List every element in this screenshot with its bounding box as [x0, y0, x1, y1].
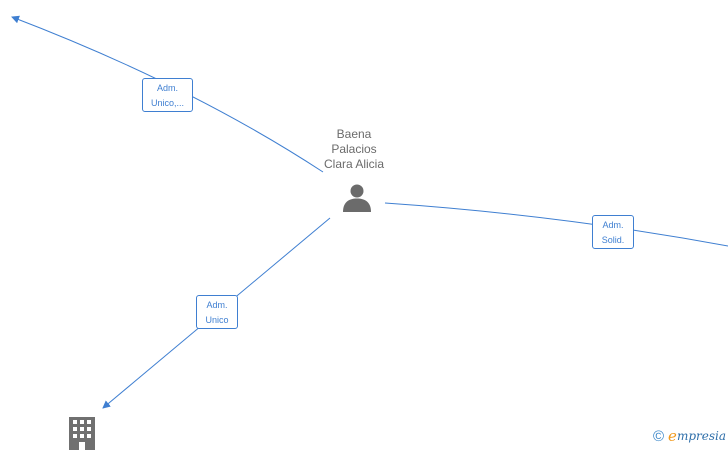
person-icon[interactable] — [342, 183, 372, 218]
person-name-line: Baena — [336, 127, 372, 141]
edge-label-line: Adm. — [602, 220, 624, 230]
edge-label-top-left[interactable]: Adm. Unico,... — [142, 78, 193, 112]
edge-label-line: Solid. — [601, 235, 625, 245]
brand-logo-initial: e — [668, 427, 677, 445]
edge-right — [384, 202, 728, 247]
edge-label-line: Adm. — [206, 300, 228, 310]
person-name-line: Clara Alicia — [323, 157, 385, 171]
empresia-brand[interactable]: © e mpresia — [653, 427, 726, 445]
edge-label-line: Unico,... — [150, 98, 184, 108]
edge-label-right[interactable]: Adm. Solid. — [592, 215, 634, 249]
edge-label-line: Unico — [205, 315, 229, 325]
person-name-line: Palacios — [331, 142, 377, 156]
edge-label-line: Adm. — [156, 83, 178, 93]
building-icon[interactable] — [66, 417, 98, 455]
edge-label-bottom-left[interactable]: Adm. Unico — [196, 295, 238, 329]
brand-logo-text: mpresia — [676, 429, 726, 443]
person-name-label[interactable]: Baena Palacios Clara Alicia — [304, 127, 404, 172]
copyright-icon: © — [652, 427, 665, 445]
